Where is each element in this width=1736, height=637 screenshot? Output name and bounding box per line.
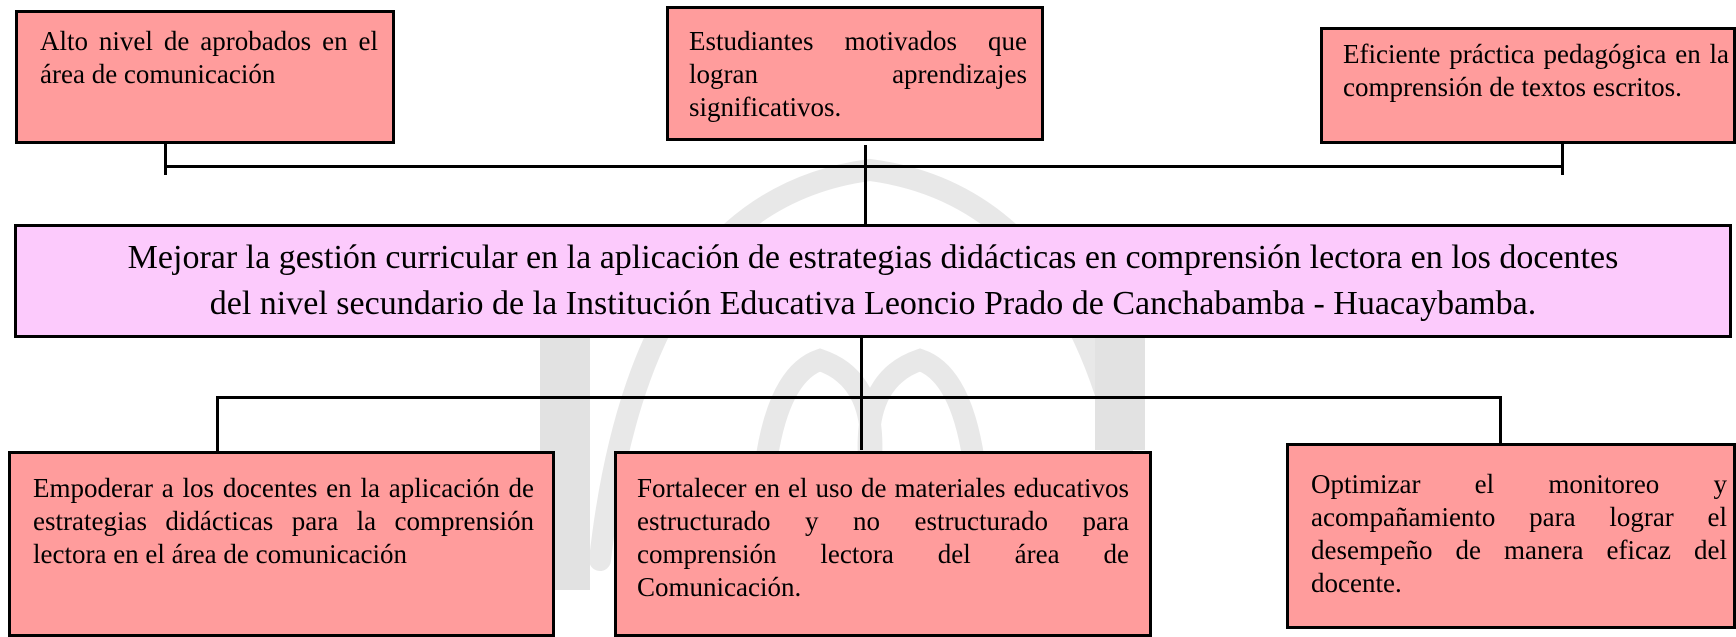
top-box-motivated-students: Estudiantes motivados que logran aprendi… — [666, 6, 1044, 141]
top-box-pedagogical-practice: Eficiente práctica pedagógica en la comp… — [1320, 27, 1736, 144]
goal-line-1: Mejorar la gestión curricular en la apli… — [127, 239, 1619, 276]
bottom-box-empower-teachers: Empoderar a los docentes en la aplicació… — [8, 451, 555, 637]
goal-box: Mejorar la gestión curricular en la apli… — [14, 224, 1732, 338]
connector-top-right — [1561, 143, 1564, 175]
bottom-box-optimize-monitoring: Optimizar el monitoreo y acompañamiento … — [1286, 443, 1736, 629]
goal-line-2: del nivel secundario de la Institución E… — [209, 285, 1537, 322]
connector-bottom-left — [216, 396, 219, 452]
connector-top-left — [164, 143, 167, 175]
top-box-approval: Alto nivel de aprobados en el área de co… — [15, 10, 395, 144]
connector-top-center — [864, 145, 867, 225]
connector-top-bar — [164, 165, 1564, 168]
bottom-box-strengthen-materials: Fortalecer en el uso de materiales educa… — [614, 451, 1152, 637]
connector-bottom-center — [860, 338, 863, 450]
connector-bottom-right — [1499, 396, 1502, 444]
connector-bottom-bar — [216, 396, 1502, 399]
